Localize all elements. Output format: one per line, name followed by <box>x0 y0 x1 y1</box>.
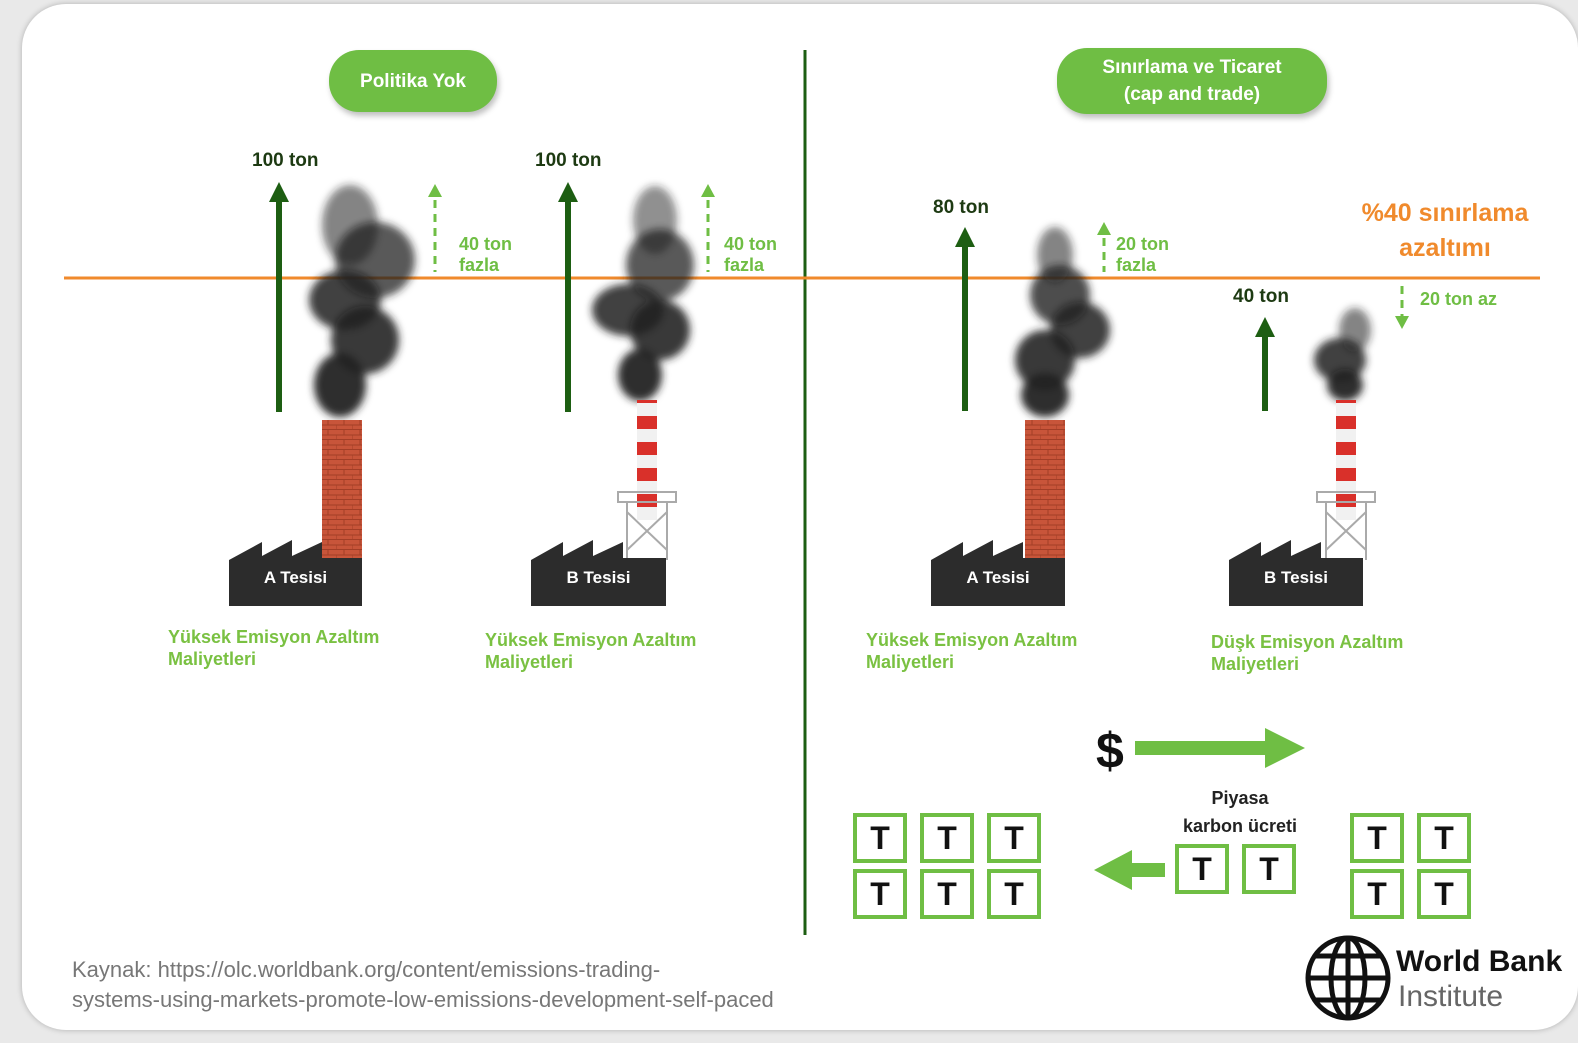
excess-arrows <box>433 200 1404 318</box>
plant-a-permit-tile: T <box>853 813 907 863</box>
plant-a-permit-tile: T <box>987 813 1041 863</box>
right-plant-a-excess: 20 ton fazla <box>1116 234 1170 275</box>
traded-permit-tile: T <box>1242 844 1296 894</box>
world-bank-globe-icon <box>1305 935 1391 1021</box>
left-plant-b-scaffold <box>617 491 677 560</box>
money-arrow <box>1135 728 1305 768</box>
cap-and-trade-title-line2: (cap and trade) <box>1123 84 1261 105</box>
no-policy-title-text: Politika Yok <box>360 70 466 92</box>
left-plant-b-stack <box>637 400 657 520</box>
right-plant-b-building <box>1229 540 1363 606</box>
cap-reduction-label: %40 sınırlama azaltımı <box>1345 196 1545 266</box>
cap-reduction-line1: %40 sınırlama <box>1361 199 1529 227</box>
left-plant-b-name: B Tesisi <box>566 568 631 587</box>
cap-and-trade-title-line1: Sınırlama ve Ticaret <box>1102 57 1282 78</box>
market-carbon-price: Piyasa karbon ücreti <box>1165 784 1315 840</box>
permit-arrow <box>1094 850 1165 890</box>
plant-a-permit-tile: T <box>920 869 974 919</box>
left-plant-a-building <box>229 540 362 606</box>
left-plant-b-excess: 40 ton fazla <box>724 234 778 275</box>
world-bank-logo-text: World Bank <box>1396 945 1563 978</box>
right-plant-b-caption: Düşk Emisyon Azaltım Maliyetleri <box>1211 632 1404 674</box>
left-plant-b-emission: 100 ton <box>535 150 602 171</box>
source-line2: systems-using-markets-promote-low-emissi… <box>72 987 774 1012</box>
right-plant-a-caption: Yüksek Emisyon Azaltım Maliyetleri <box>866 630 1078 672</box>
right-plant-a-emission: 80 ton <box>933 197 989 218</box>
plant-b-permit-tile: T <box>1350 869 1404 919</box>
plant-b-permit-tile: T <box>1417 813 1471 863</box>
plant-b-permit-tile: T <box>1417 869 1471 919</box>
cap-reduction-line2: azaltımı <box>1399 234 1491 262</box>
cap-and-trade-title: Sınırlama ve Ticaret (cap and trade) <box>1057 48 1327 114</box>
source-line1: Kaynak: https://olc.worldbank.org/conten… <box>72 957 661 982</box>
market-carbon-price-line2: karbon ücreti <box>1182 816 1298 836</box>
left-plant-b-building <box>531 540 666 606</box>
market-carbon-price-line1: Piyasa <box>1211 788 1269 808</box>
left-plant-a-caption: Yüksek Emisyon Azaltım Maliyetleri <box>168 627 380 669</box>
right-plant-a-smoke <box>1015 227 1110 417</box>
source-citation: Kaynak: https://olc.worldbank.org/conten… <box>72 955 774 1015</box>
right-plant-a-name: A Tesisi <box>966 568 1030 587</box>
left-plant-a-chimney <box>322 420 362 560</box>
dollar-sign: $ <box>1096 723 1124 779</box>
excess-arrowheads <box>428 184 1409 329</box>
right-plant-a-building <box>931 540 1065 606</box>
left-plant-a-name: A Tesisi <box>263 568 328 587</box>
emission-arrows <box>269 182 1275 412</box>
right-plant-b-deficit: 20 ton az <box>1420 289 1498 309</box>
traded-permit-tile: T <box>1175 844 1229 894</box>
right-plant-a-chimney <box>1025 420 1065 560</box>
world-bank-logo-subtext: Institute <box>1398 980 1504 1013</box>
left-plant-b-smoke <box>592 186 694 401</box>
left-plant-a-smoke <box>309 185 415 417</box>
left-plant-a-excess: 40 ton fazla <box>459 234 513 275</box>
plant-a-permit-tile: T <box>853 869 907 919</box>
plant-b-permit-tile: T <box>1350 813 1404 863</box>
left-plant-a-emission: 100 ton <box>252 150 319 171</box>
plant-a-permit-tile: T <box>987 869 1041 919</box>
no-policy-title: Politika Yok <box>329 50 497 112</box>
right-plant-b-stack <box>1336 400 1356 520</box>
plant-a-permit-tile: T <box>920 813 974 863</box>
infographic-card <box>22 4 1578 1030</box>
right-plant-b-scaffold <box>1316 491 1376 560</box>
right-plant-b-emission: 40 ton <box>1233 286 1289 307</box>
left-plant-b-caption: Yüksek Emisyon Azaltım Maliyetleri <box>485 630 697 672</box>
right-plant-b-name: B Tesisi <box>1264 568 1328 587</box>
right-plant-b-smoke <box>1314 308 1371 401</box>
